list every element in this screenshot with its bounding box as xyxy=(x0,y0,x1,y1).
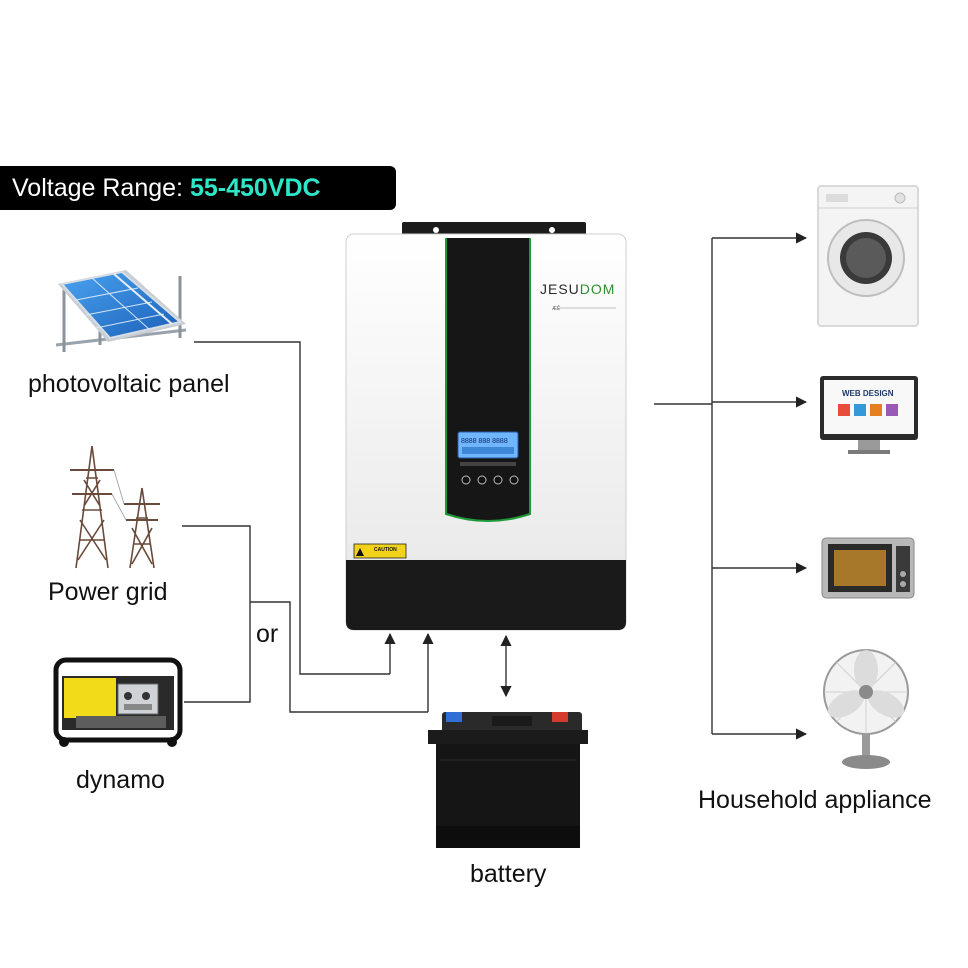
label-dynamo: dynamo xyxy=(76,766,165,794)
label-photovoltaic-panel: photovoltaic panel xyxy=(28,370,230,398)
washing-machine-image xyxy=(817,185,919,327)
voltage-range-value: 55-450VDC xyxy=(189,174,321,202)
battery-image xyxy=(428,712,588,848)
microwave-image xyxy=(821,537,915,599)
lcd-text: 8888 888 8888 xyxy=(461,438,508,445)
inverter-brand-suffix: DOM xyxy=(580,281,616,297)
inverter-button-3 xyxy=(493,475,503,485)
voltage-range-banner: Voltage Range: 55-450VDC xyxy=(0,166,396,210)
power-grid-towers-image xyxy=(70,445,160,569)
monitor-image: WEB DESIGN xyxy=(820,376,918,454)
caution-text: CAUTION xyxy=(374,547,397,553)
label-or: or xyxy=(256,620,279,648)
inverter-brand-sub: ÆÊ xyxy=(552,304,561,312)
connection-lines xyxy=(182,232,808,740)
fan-image xyxy=(823,649,909,769)
inverter-button-1 xyxy=(461,475,471,485)
lcd-screen xyxy=(457,431,519,459)
label-household-appliance: Household appliance xyxy=(698,786,932,814)
grid-dynamo-line xyxy=(250,601,428,713)
grid-line xyxy=(182,525,251,703)
monitor-text: WEB DESIGN xyxy=(842,389,894,398)
voltage-range-label: Voltage Range: xyxy=(12,174,183,202)
solar-panel-image xyxy=(55,270,187,352)
inverter-button-4 xyxy=(509,475,519,485)
caution-sticker xyxy=(353,543,407,559)
inverter-image: JESUDOM ÆÊ 8888 888 8888 CAUTION xyxy=(345,222,627,631)
pv-line xyxy=(194,341,390,675)
inverter-button-2 xyxy=(477,475,487,485)
inverter-brand: JESUDOM xyxy=(540,281,615,297)
inverter-brand-prefix: JESU xyxy=(540,281,580,297)
label-power-grid: Power grid xyxy=(48,578,168,606)
label-battery: battery xyxy=(470,860,547,888)
generator-image xyxy=(53,657,183,747)
